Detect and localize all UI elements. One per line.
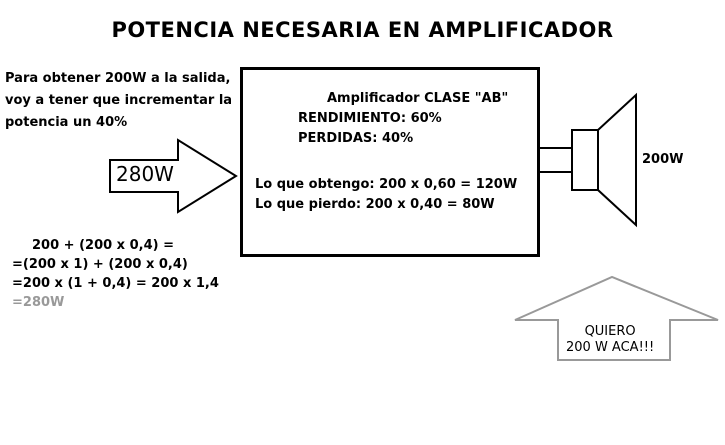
formula-line: =(200 x 1) + (200 x 0,4) bbox=[12, 257, 188, 272]
wish-text: QUIERO 200 W ACA!!! bbox=[566, 324, 654, 356]
calculation-block: 200 + (200 x 0,4) = =(200 x 1) + (200 x … bbox=[12, 236, 219, 312]
amplifier-box bbox=[240, 67, 540, 257]
efficiency-text: RENDIMIENTO: 60% bbox=[298, 111, 442, 126]
intro-line: voy a tener que incrementar la bbox=[5, 93, 233, 108]
amplifier-title: Amplificador CLASE "AB" bbox=[327, 91, 509, 106]
input-power-arrow bbox=[109, 138, 238, 214]
obtained-text: Lo que obtengo: 200 x 0,60 = 120W bbox=[255, 177, 518, 192]
intro-line: potencia un 40% bbox=[5, 115, 128, 130]
intro-text: Para obtener 200W a la salida, voy a ten… bbox=[5, 68, 232, 134]
intro-line: Para obtener 200W a la salida, bbox=[5, 71, 231, 86]
diagram-title: POTENCIA NECESARIA EN AMPLIFICADOR bbox=[111, 18, 614, 42]
wish-arrow bbox=[514, 275, 719, 361]
wish-line: QUIERO bbox=[584, 324, 636, 339]
formula-line: 200 + (200 x 0,4) = bbox=[32, 238, 174, 253]
wish-line: 200 W ACA!!! bbox=[566, 340, 655, 355]
formula-result: =280W bbox=[12, 295, 65, 310]
speaker-icon bbox=[571, 92, 637, 228]
losses-text: PERDIDAS: 40% bbox=[298, 131, 414, 146]
input-power-label: 280W bbox=[116, 162, 174, 186]
formula-line: =200 x (1 + 0,4) = 200 x 1,4 bbox=[12, 276, 219, 291]
speaker-power-label: 200W bbox=[642, 152, 684, 167]
lost-text: Lo que pierdo: 200 x 0,40 = 80W bbox=[255, 197, 495, 212]
